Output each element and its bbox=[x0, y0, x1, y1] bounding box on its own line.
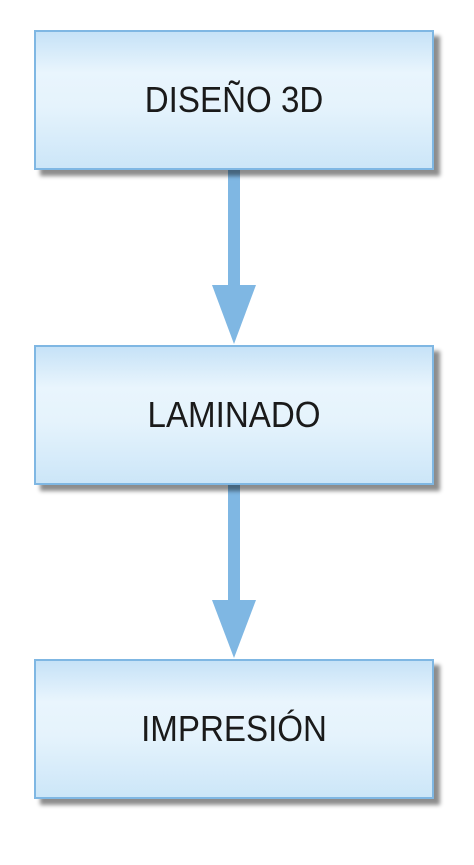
step-box-printing: IMPRESIÓN bbox=[34, 659, 434, 799]
arrow-lamination-to-printing bbox=[212, 485, 256, 658]
arrow-head-icon bbox=[212, 600, 256, 658]
step-label: IMPRESIÓN bbox=[141, 708, 327, 749]
arrow-head-icon bbox=[212, 285, 256, 344]
arrow-shaft bbox=[228, 170, 240, 298]
arrow-design-to-lamination bbox=[212, 170, 256, 344]
step-box-design-3d: DISEÑO 3D bbox=[34, 30, 434, 170]
step-label: DISEÑO 3D bbox=[144, 79, 324, 120]
step-label: LAMINADO bbox=[147, 394, 321, 435]
arrow-shaft bbox=[228, 485, 240, 613]
step-box-lamination: LAMINADO bbox=[34, 345, 434, 485]
